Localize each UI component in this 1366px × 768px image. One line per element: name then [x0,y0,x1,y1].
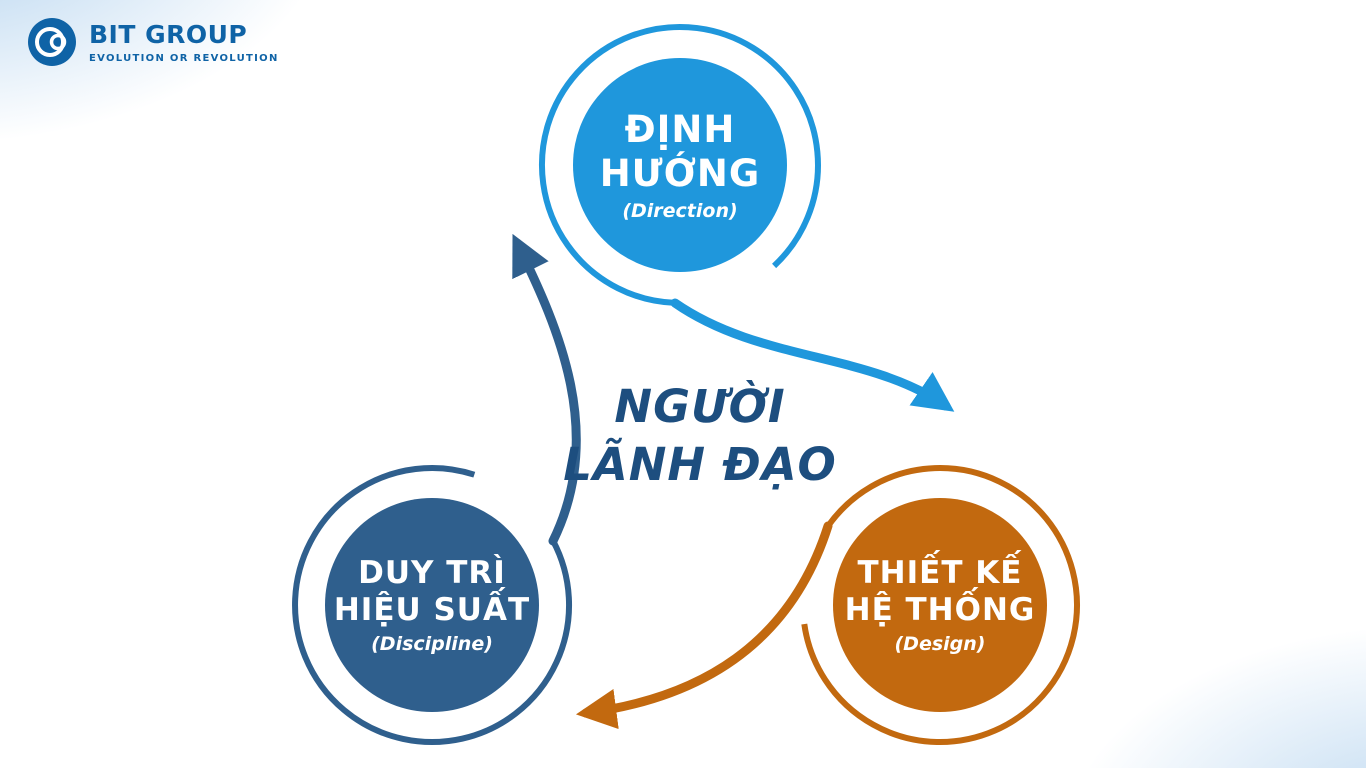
brand-logo: BIT GROUP EVOLUTION OR REVOLUTION [26,16,279,68]
circle-design [833,498,1047,712]
ring-direction [538,23,821,306]
arrow-discipline-to-direction [512,233,581,546]
brand-tagline: EVOLUTION OR REVOLUTION [89,53,279,64]
arrow-direction-to-design [670,298,955,412]
arrow-design-to-discipline [575,521,833,730]
brand-name: BIT GROUP [89,20,248,49]
brand-text: BIT GROUP EVOLUTION OR REVOLUTION [89,20,279,64]
center-label-line2: LÃNH ĐẠO [563,437,837,491]
ring-design [801,465,1080,746]
bit-group-logo-icon [28,18,76,66]
circle-direction [573,58,787,272]
center-label-line1: NGƯỜI [614,380,786,433]
center-label: NGƯỜI LÃNH ĐẠO [500,378,900,493]
ring-discipline [292,465,573,746]
circle-discipline [325,498,539,712]
